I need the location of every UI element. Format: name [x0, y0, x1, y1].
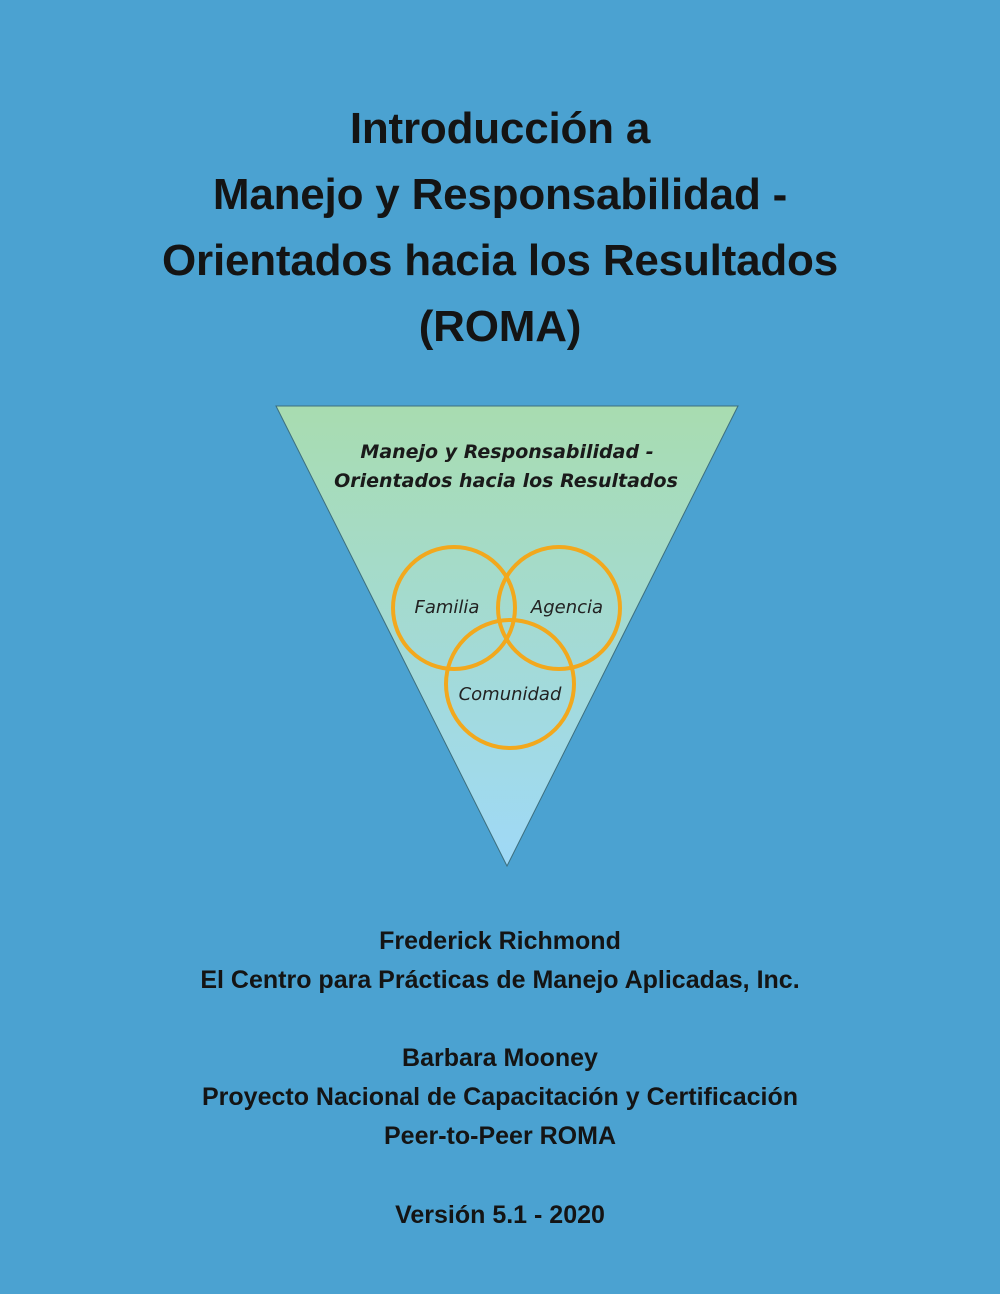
- author-credits: Frederick Richmond El Centro para Prácti…: [0, 922, 1000, 1156]
- agencia-circle: [496, 545, 622, 671]
- title-line-4: (ROMA): [418, 302, 582, 351]
- title-line-3: Orientados hacia los Resultados: [162, 236, 838, 285]
- author-1-name: Frederick Richmond: [379, 927, 621, 955]
- familia-label: Familia: [415, 597, 480, 618]
- inverted-triangle: [275, 405, 739, 868]
- cover-title: Introducción a Manejo y Responsabilidad …: [0, 96, 1000, 360]
- comunidad-label: Comunidad: [459, 684, 562, 705]
- title-line-2: Manejo y Responsabilidad -: [212, 170, 788, 219]
- author-2-affiliation-line-2: Peer-to-Peer ROMA: [384, 1122, 616, 1150]
- credits-spacer: [0, 1000, 1000, 1039]
- author-1-affiliation: El Centro para Prácticas de Manejo Aplic…: [200, 966, 800, 994]
- author-2-name: Barbara Mooney: [402, 1044, 598, 1072]
- diagram-heading-line-1: Manejo y Responsabilidad -: [360, 441, 653, 463]
- title-line-1: Introducción a: [349, 104, 651, 153]
- version-label: Versión 5.1 - 2020: [395, 1201, 605, 1229]
- comunidad-circle: [444, 618, 576, 750]
- agencia-label: Agencia: [530, 597, 603, 618]
- diagram-heading-line-2: Orientados hacia los Resultados: [334, 470, 678, 492]
- familia-circle: [391, 545, 517, 671]
- author-2-affiliation-line-1: Proyecto Nacional de Capacitación y Cert…: [201, 1083, 799, 1111]
